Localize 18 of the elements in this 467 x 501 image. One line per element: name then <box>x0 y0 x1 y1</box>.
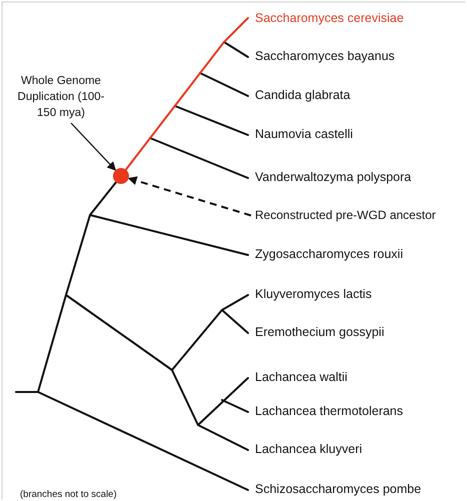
event-label: Whole Genome Duplication (100-150 mya) <box>17 73 105 121</box>
species-label: Saccharomyces cerevisiae <box>255 11 404 26</box>
species-label: Lachancea kluyveri <box>255 442 362 457</box>
species-label: Vanderwaltozyma polyspora <box>255 170 412 185</box>
leader-arrow <box>70 122 116 171</box>
species-label: Eremothecium gossypii <box>255 325 384 340</box>
species-label: Schizosaccharomyces pombe <box>255 482 422 497</box>
note-text: (branches not to scale) <box>20 489 117 500</box>
species-label: Kluyveromyces lactis <box>255 287 372 302</box>
duplication-event-dot <box>113 168 129 184</box>
species-label: Zygosaccharomyces rouxii <box>255 247 403 262</box>
species-label: Lachancea waltii <box>255 370 348 385</box>
ancestor-label: Reconstructed pre-WGD ancestor <box>255 208 436 223</box>
species-label: Naumovia castelli <box>255 127 353 142</box>
species-label: Saccharomyces bayanus <box>255 49 395 64</box>
species-label: Lachancea thermotolerans <box>255 404 404 419</box>
dashed-arrow <box>128 176 252 216</box>
species-label: Candida glabrata <box>255 88 350 103</box>
